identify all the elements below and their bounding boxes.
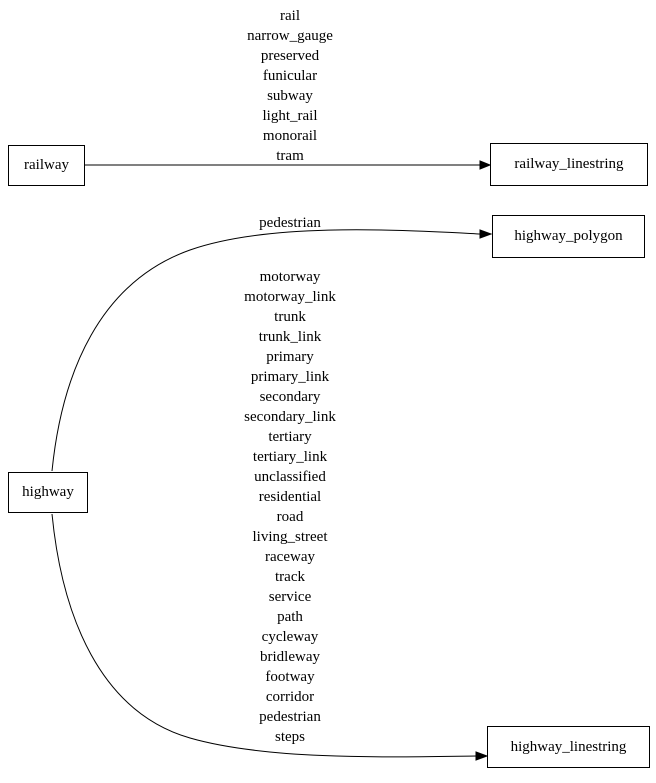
edge-label-line: service bbox=[268, 589, 312, 605]
edge-label-line: footway bbox=[265, 669, 315, 685]
edge-label-line: track bbox=[275, 569, 305, 585]
highway-linestring-edge-labels: motorway motorway_link trunk trunk_link … bbox=[180, 267, 400, 747]
arrowhead-highway-polygon bbox=[479, 229, 493, 239]
arrowhead-highway-linestring bbox=[475, 751, 489, 761]
edge-label-line: cycleway bbox=[261, 629, 319, 645]
edge-label-line: pedestrian bbox=[259, 215, 321, 231]
edge-label-line: narrow_gauge bbox=[247, 28, 333, 44]
edge-label-line: funicular bbox=[262, 68, 318, 84]
edge-label-line: secondary bbox=[259, 389, 321, 405]
node-highway-label: highway bbox=[22, 484, 74, 500]
node-railway-linestring: railway_linestring bbox=[490, 143, 648, 186]
edge-label-line: living_street bbox=[252, 529, 328, 545]
edge-label-line: pedestrian bbox=[259, 709, 321, 725]
edge-label-line: subway bbox=[267, 88, 313, 104]
railway-edge-labels: rail narrow_gauge preserved funicular su… bbox=[180, 6, 400, 166]
edge-label-line: trunk_link bbox=[258, 329, 322, 345]
edge-label-line: trunk bbox=[274, 309, 306, 325]
edge-label-line: unclassified bbox=[254, 469, 326, 485]
edge-label-line: monorail bbox=[262, 128, 318, 144]
node-highway-polygon: highway_polygon bbox=[492, 215, 645, 258]
edge-label-line: steps bbox=[275, 729, 305, 745]
edge-label-line: bridleway bbox=[260, 649, 320, 665]
edge-label-line: residential bbox=[258, 489, 322, 505]
highway-polygon-edge-labels: pedestrian bbox=[180, 213, 400, 233]
edge-label-line: motorway_link bbox=[244, 289, 336, 305]
edge-label-line: motorway bbox=[259, 269, 321, 285]
edge-label-line: tertiary_link bbox=[252, 449, 328, 465]
edge-label-line: rail bbox=[280, 8, 300, 24]
edge-label-line: primary_link bbox=[250, 369, 330, 385]
node-railway-label: railway bbox=[24, 157, 69, 173]
edge-label-line: light_rail bbox=[262, 108, 318, 124]
edge-label-line: road bbox=[276, 509, 304, 525]
edge-label-line: preserved bbox=[260, 48, 320, 64]
edge-label-line: secondary_link bbox=[244, 409, 336, 425]
node-highway-polygon-label: highway_polygon bbox=[514, 228, 623, 244]
node-railway: railway bbox=[8, 145, 85, 186]
edge-label-line: corridor bbox=[265, 689, 315, 705]
node-highway-linestring-label: highway_linestring bbox=[510, 738, 627, 755]
edge-label-line: tram bbox=[276, 148, 304, 164]
edge-label-line: tertiary bbox=[268, 429, 312, 445]
edge-label-line: raceway bbox=[265, 549, 315, 565]
node-highway: highway bbox=[8, 472, 88, 513]
edge-label-line: primary bbox=[266, 349, 314, 365]
node-railway-linestring-label: railway_linestring bbox=[514, 156, 624, 172]
arrowhead-railway-linestring bbox=[479, 160, 492, 170]
edge-highway-to-highway-linestring bbox=[51, 513, 478, 758]
edge-highway-to-highway-polygon bbox=[51, 229, 482, 472]
edge-label-line: path bbox=[277, 609, 303, 625]
node-highway-linestring: highway_linestring bbox=[487, 726, 650, 768]
